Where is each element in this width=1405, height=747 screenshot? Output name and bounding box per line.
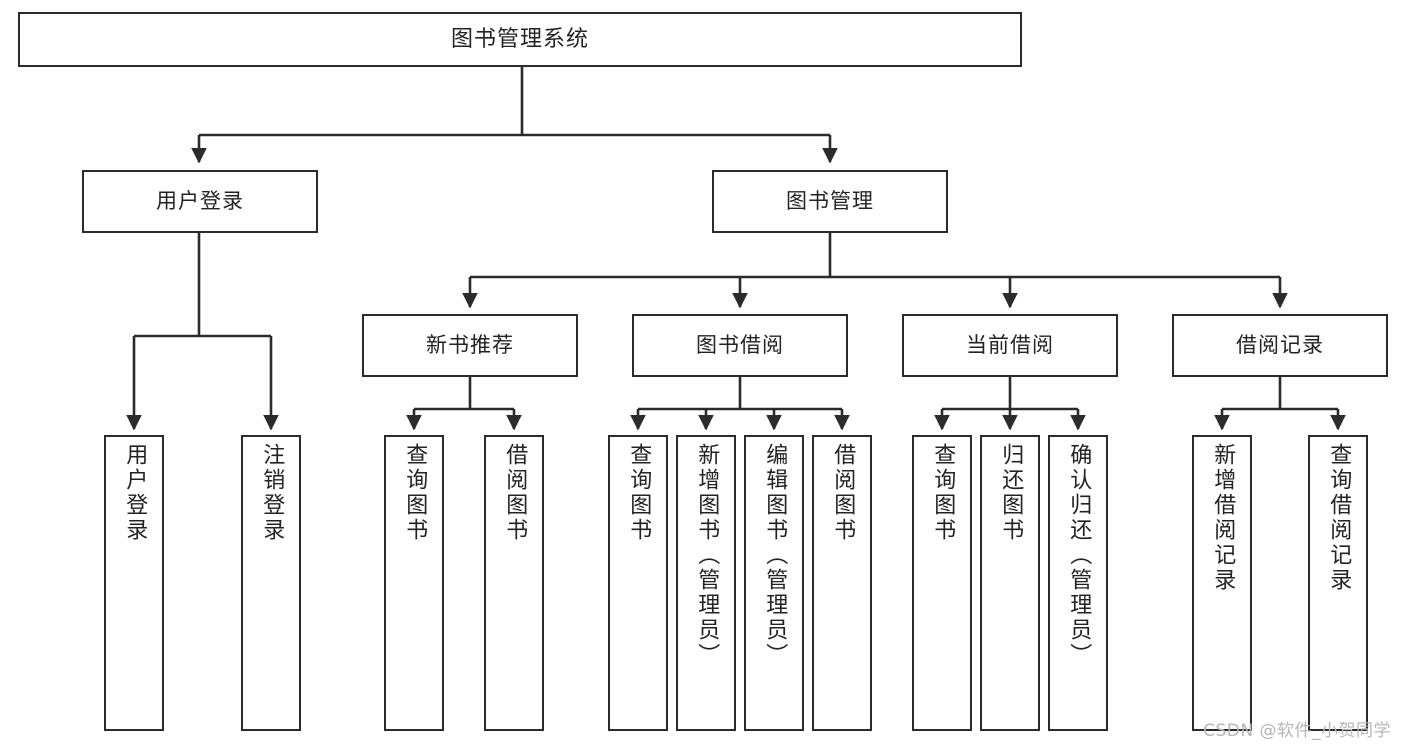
node-user-login[interactable]: 用户登录 (82, 170, 318, 233)
node-label: 查询图书 (930, 443, 956, 543)
node-leaf-add-book[interactable]: 新增图书（管理员） (676, 435, 736, 731)
node-borrow-record[interactable]: 借阅记录 (1172, 314, 1388, 377)
node-label: 用户登录 (122, 443, 148, 543)
node-label: 归还图书 (998, 443, 1024, 543)
node-label: 查询图书 (402, 443, 428, 543)
node-book-borrow[interactable]: 图书借阅 (632, 314, 848, 377)
node-leaf-confirm-return[interactable]: 确认归还（管理员） (1048, 435, 1108, 731)
node-label: 新增借阅记录 (1210, 443, 1236, 593)
node-current-borrow[interactable]: 当前借阅 (902, 314, 1118, 377)
node-root-system[interactable]: 图书管理系统 (18, 12, 1022, 67)
node-leaf-user-login[interactable]: 用户登录 (104, 435, 164, 731)
node-label: 借阅图书 (502, 443, 528, 543)
node-leaf-query-book-1[interactable]: 查询图书 (384, 435, 444, 731)
node-label: 查询图书 (626, 443, 652, 543)
node-label: 借阅图书 (830, 443, 856, 543)
csdn-watermark: CSDN @软件_小贺同学 (1203, 721, 1391, 741)
node-leaf-borrow-book-1[interactable]: 借阅图书 (484, 435, 544, 731)
node-leaf-edit-book[interactable]: 编辑图书（管理员） (744, 435, 804, 731)
node-label: 图书借阅 (696, 333, 784, 358)
node-label: 确认归还（管理员） (1066, 443, 1092, 668)
node-label: 当前借阅 (966, 333, 1054, 358)
node-leaf-query-book-3[interactable]: 查询图书 (912, 435, 972, 731)
node-label: 新增图书（管理员） (694, 443, 720, 668)
node-new-book-recommend[interactable]: 新书推荐 (362, 314, 578, 377)
node-leaf-return-book[interactable]: 归还图书 (980, 435, 1040, 731)
node-leaf-query-record[interactable]: 查询借阅记录 (1308, 435, 1368, 731)
node-label: 注销登录 (259, 443, 285, 543)
node-book-manage[interactable]: 图书管理 (712, 170, 948, 233)
node-label: 查询借阅记录 (1326, 443, 1352, 593)
node-label: 图书管理系统 (450, 26, 589, 52)
node-leaf-logout-login[interactable]: 注销登录 (241, 435, 301, 731)
node-leaf-add-record[interactable]: 新增借阅记录 (1192, 435, 1252, 731)
node-label: 新书推荐 (426, 333, 514, 358)
node-label: 图书管理 (786, 189, 874, 214)
node-leaf-query-book-2[interactable]: 查询图书 (608, 435, 668, 731)
node-label: 编辑图书（管理员） (762, 443, 788, 668)
node-label: 用户登录 (156, 189, 244, 214)
node-label: 借阅记录 (1236, 333, 1324, 358)
node-leaf-borrow-book-2[interactable]: 借阅图书 (812, 435, 872, 731)
